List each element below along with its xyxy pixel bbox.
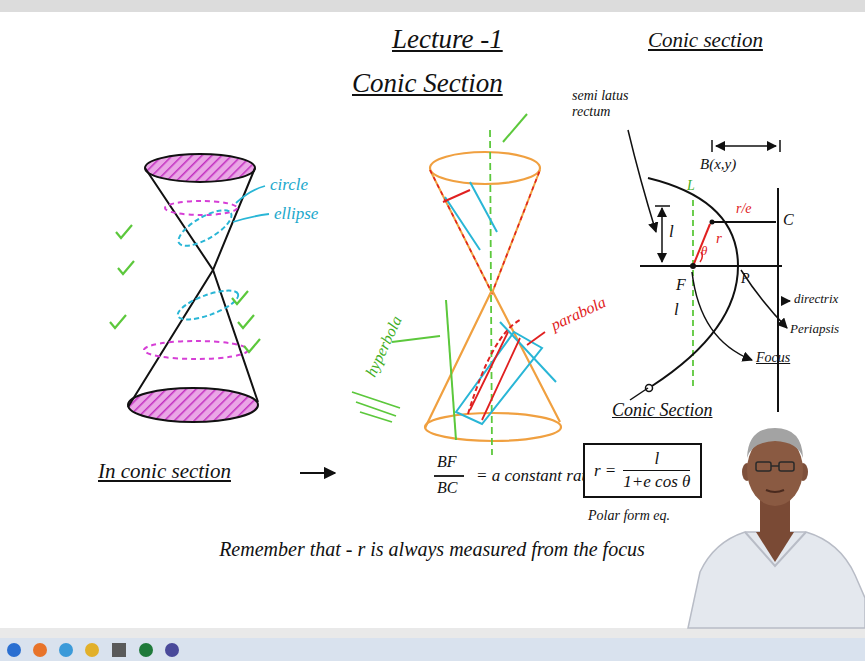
- lecturer-video: [688, 428, 865, 628]
- equation-box: r = l 1+e cos θ: [583, 443, 702, 498]
- length-label: l: [669, 222, 674, 242]
- conic-construction: [628, 130, 790, 412]
- hyperbola-label: hyperbola: [362, 313, 406, 380]
- length-label: l: [674, 300, 679, 320]
- focus-point-label: F: [676, 276, 686, 294]
- latus-rectum-label: semi latus rectum: [572, 88, 644, 120]
- note-text: In conic section: [98, 459, 231, 483]
- equation-note: Polar form eq.: [588, 508, 670, 524]
- taskbar: [0, 638, 865, 661]
- periapsis-label: Periapsis: [790, 322, 839, 337]
- lecture-title: Lecture -1: [392, 24, 503, 55]
- equation-text: r =: [594, 461, 616, 481]
- equation-denominator: 1+e cos θ: [623, 472, 690, 492]
- toolbar: [0, 0, 865, 12]
- focus-label: Focus: [756, 350, 790, 366]
- fraction-bar: [623, 470, 690, 471]
- side-heading: Conic section: [648, 28, 763, 52]
- reminder-note: Remember that - r is always measured fro…: [212, 538, 652, 561]
- circle-label: circle: [270, 175, 308, 195]
- distance-label: r/e: [736, 201, 752, 217]
- cone-sections: [352, 114, 561, 455]
- figure-caption: Conic Section: [612, 400, 712, 421]
- ratio-denominator: BC: [437, 479, 457, 497]
- point-label: B(x,y): [700, 156, 736, 173]
- parabola-label: parabola: [548, 293, 609, 334]
- point-label: C: [783, 211, 794, 229]
- ellipse-label: ellipse: [274, 204, 318, 224]
- directrix-label: directrix: [794, 292, 838, 307]
- taskbar-icons: [7, 643, 179, 657]
- section-heading: Conic Section: [352, 68, 503, 99]
- ratio-numerator: BF: [437, 453, 457, 471]
- radius-label: r: [716, 230, 722, 247]
- equation-numerator: l: [654, 449, 659, 469]
- line-label: L: [687, 178, 695, 194]
- periapsis-point-label: P: [741, 271, 750, 287]
- status-bar: [0, 628, 865, 638]
- fraction: l 1+e cos θ: [623, 449, 690, 492]
- note-text: = a constant ratio: [476, 466, 599, 486]
- note-marks: [300, 473, 464, 476]
- angle-label: θ: [701, 244, 707, 259]
- double-cone: [110, 154, 269, 422]
